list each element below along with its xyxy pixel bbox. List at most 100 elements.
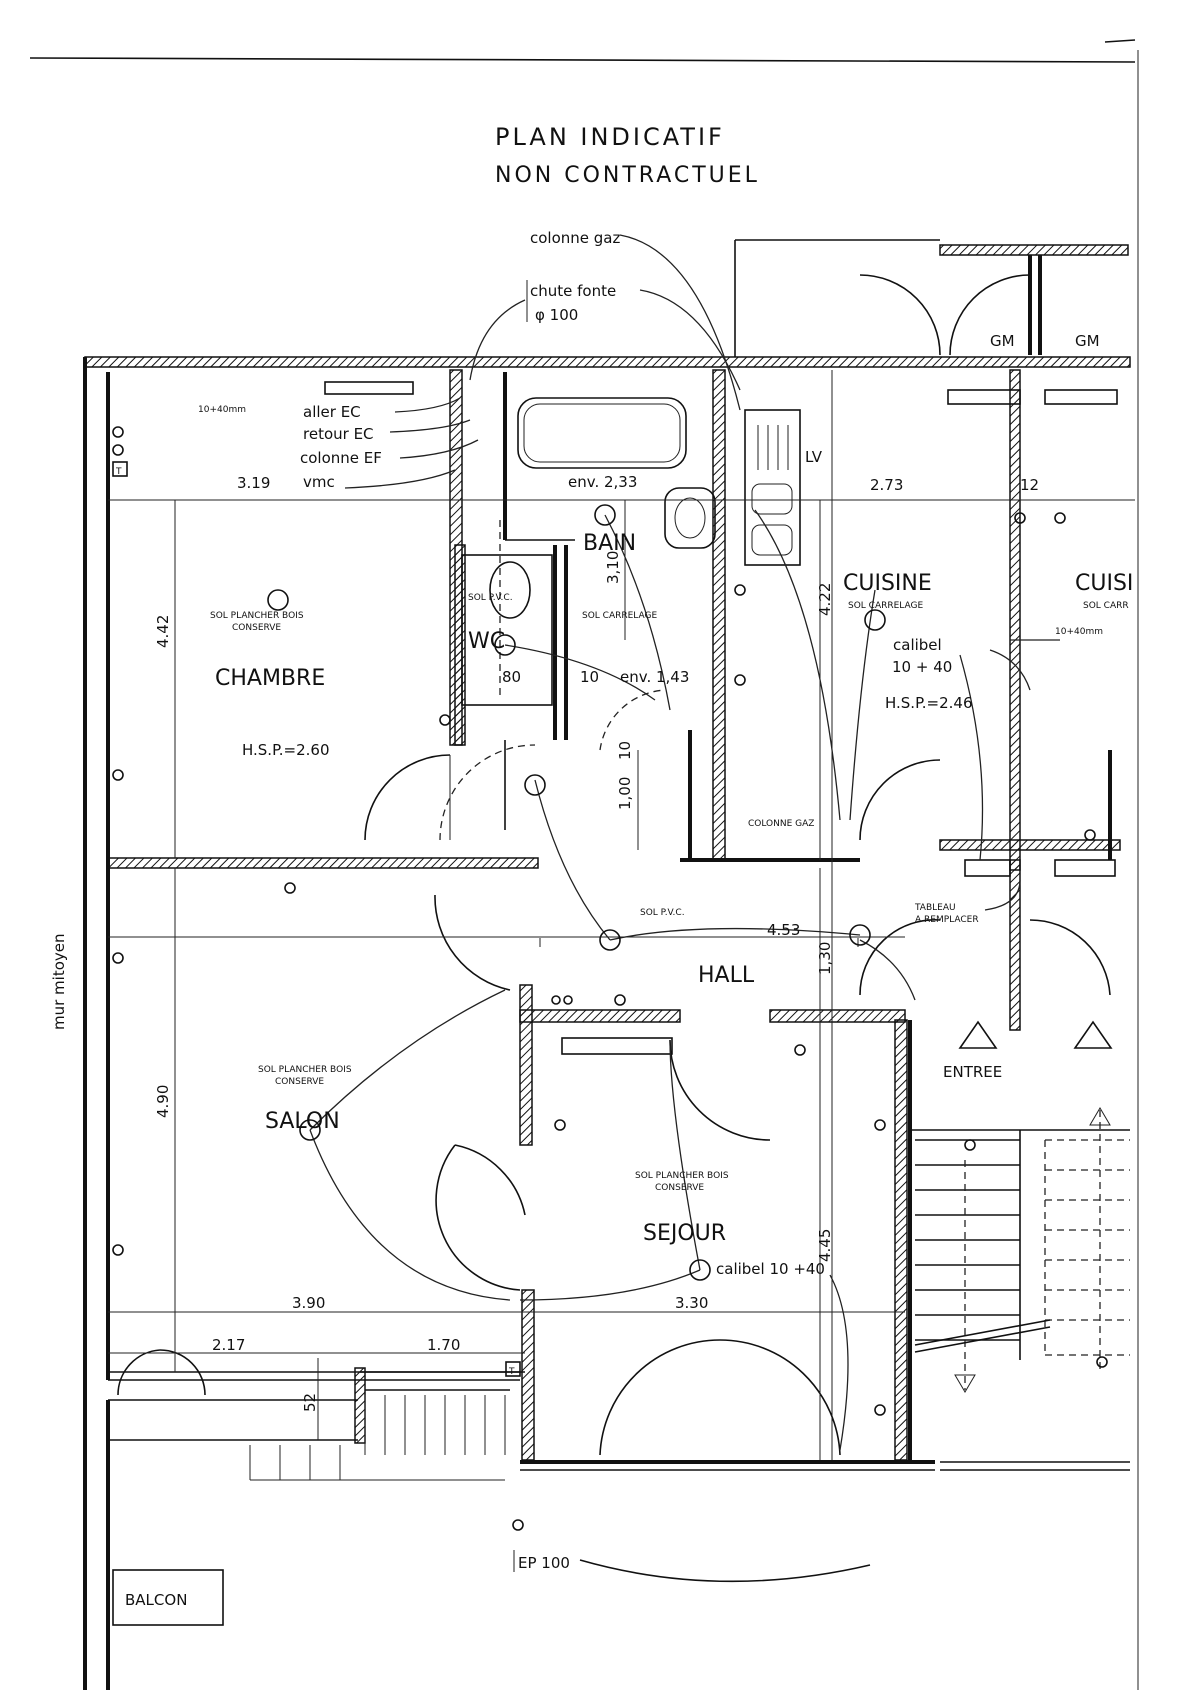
colonne-gaz-small-label: COLONNE GAZ: [748, 819, 814, 829]
floor-bain: SOL CARRELAGE: [582, 611, 657, 621]
gm-label-1: GM: [990, 332, 1015, 350]
tableau-label-2: A REMPLACER: [915, 915, 979, 925]
wc-box: [461, 554, 553, 706]
entree-arrow-right: [1073, 1020, 1113, 1049]
dim-closet-2: 1,00: [616, 777, 634, 810]
washbasin: [664, 487, 716, 549]
ep-label: EP 100: [518, 1554, 570, 1572]
stairs: [914, 1107, 1130, 1393]
light-sejour: [689, 1259, 711, 1281]
height-cuisine: H.S.P.=2.46: [885, 694, 973, 712]
floor-sejour-2: CONSERVE: [655, 1183, 704, 1193]
cable-left-label: 10+40mm: [198, 405, 246, 415]
tableau-box-2: [1054, 859, 1116, 877]
room-sejour: SEJOUR: [643, 1221, 726, 1246]
floor-cuisine-partial: SOL CARR: [1083, 601, 1129, 611]
header-line-1: PLAN INDICATIF: [495, 123, 725, 151]
floor-wc: SOL P.V.C.: [468, 593, 513, 603]
mur-mitoyen-label: mur mitoyen: [50, 933, 68, 1030]
floor-salon-2: CONSERVE: [275, 1077, 324, 1087]
room-chambre: CHAMBRE: [215, 666, 325, 691]
light-hall-2: [599, 929, 621, 951]
header-line-2: NON CONTRACTUEL: [495, 163, 760, 188]
toilet-bowl: [489, 561, 531, 619]
dim-wc-width: 80: [502, 668, 521, 686]
dim-chambre-depth: 4.42: [154, 615, 172, 648]
light-hall-1: [524, 774, 546, 796]
dim-cuisine-width: 2.73: [870, 476, 903, 494]
aller-ec-label: aller EC: [303, 403, 361, 421]
room-balcon: BALCON: [125, 1591, 187, 1609]
dim-bain-depth: 3,10: [604, 551, 622, 584]
room-salon: SALON: [265, 1109, 340, 1134]
retour-ec-label: retour EC: [303, 425, 374, 443]
gm-label-2: GM: [1075, 332, 1100, 350]
height-chambre: H.S.P.=2.60: [242, 741, 330, 759]
vmc-label: vmc: [303, 473, 335, 491]
door-swings: [117, 274, 1111, 1583]
calibel-cuisine-label: calibel: [893, 636, 942, 654]
dim-salon-depth: 4.90: [154, 1085, 172, 1118]
balcon-box: [112, 1569, 224, 1626]
room-cuisine-partial: CUISI: [1075, 571, 1133, 596]
light-cuisine: [864, 609, 886, 631]
chute-diam-label: φ 100: [535, 306, 578, 324]
sejour-tag: T: [508, 1367, 515, 1377]
dim-sejour-width: 3.30: [675, 1294, 708, 1312]
dim-bain-width: env. 2,33: [568, 473, 637, 491]
light-chambre: [267, 589, 289, 611]
wc-tag: T: [115, 467, 122, 477]
room-bain: BAIN: [583, 531, 636, 556]
dim-balcon-left: 2.17: [212, 1336, 245, 1354]
room-wc: WC: [468, 629, 505, 654]
dim-chambre-width: 3.19: [237, 474, 270, 492]
floor-cuisine: SOL CARRELAGE: [848, 601, 923, 611]
chute-fonte-label: chute fonte: [530, 282, 616, 300]
walls: [83, 239, 1131, 1690]
radiator-sejour: [561, 1037, 673, 1055]
dim-salon-width: 3.90: [292, 1294, 325, 1312]
dim-balcon-depth: 52: [301, 1393, 319, 1412]
radiator-cuisine: [947, 389, 1021, 405]
wiring: [309, 234, 1060, 1451]
dim-cuisine-depth: 4.22: [816, 583, 834, 616]
page-top-rule: [29, 57, 1136, 63]
room-entree: ENTREE: [943, 1063, 1002, 1081]
floor-salon-1: SOL PLANCHER BOIS: [258, 1065, 352, 1075]
dim-wc-side: 10: [580, 668, 599, 686]
dim-hall-width: 4.53: [767, 921, 800, 939]
sockets: [112, 426, 1108, 1531]
dim-hall-depth: 1,30: [816, 942, 834, 975]
floor-chambre-2: CONSERVE: [232, 623, 281, 633]
light-salon: [299, 1119, 321, 1141]
dim-balcon-right: 1.70: [427, 1336, 460, 1354]
light-hall-3: [849, 924, 871, 946]
light-wc: [494, 634, 516, 656]
light-fixtures: [267, 504, 886, 1281]
dim-sejour-depth: 4.45: [816, 1229, 834, 1262]
calibel-sejour-label: calibel 10 +40: [716, 1260, 825, 1278]
calibel-cuisine-value: 10 + 40: [892, 658, 952, 676]
floor-sejour-1: SOL PLANCHER BOIS: [635, 1171, 729, 1181]
colonne-ef-label: colonne EF: [300, 449, 382, 467]
tableau-label-1: TABLEAU: [914, 903, 956, 913]
floor-chambre-1: SOL PLANCHER BOIS: [210, 611, 304, 621]
chambre-salon-wall: [107, 857, 539, 869]
dim-bain-inner: env. 1,43: [620, 668, 689, 686]
lv-label: LV: [805, 448, 823, 466]
room-hall: HALL: [698, 963, 755, 988]
kitchen-sink: [744, 409, 801, 566]
tableau-box-1: [964, 859, 1011, 877]
dimension-lines: [108, 499, 1135, 1460]
cable-right-label: 10+40mm: [1055, 627, 1103, 637]
entree-arrow-left: [958, 1020, 998, 1049]
top-facade-wall: [84, 356, 1131, 368]
bathtub: [517, 397, 687, 469]
radiator-chambre: [324, 381, 414, 395]
dim-cuisine-side: 12: [1020, 476, 1039, 494]
balcony-railing: [249, 1395, 506, 1481]
colonne-gaz-label: colonne gaz: [530, 229, 620, 247]
room-cuisine: CUISINE: [843, 571, 932, 596]
page-corner-mark: [1104, 39, 1136, 43]
